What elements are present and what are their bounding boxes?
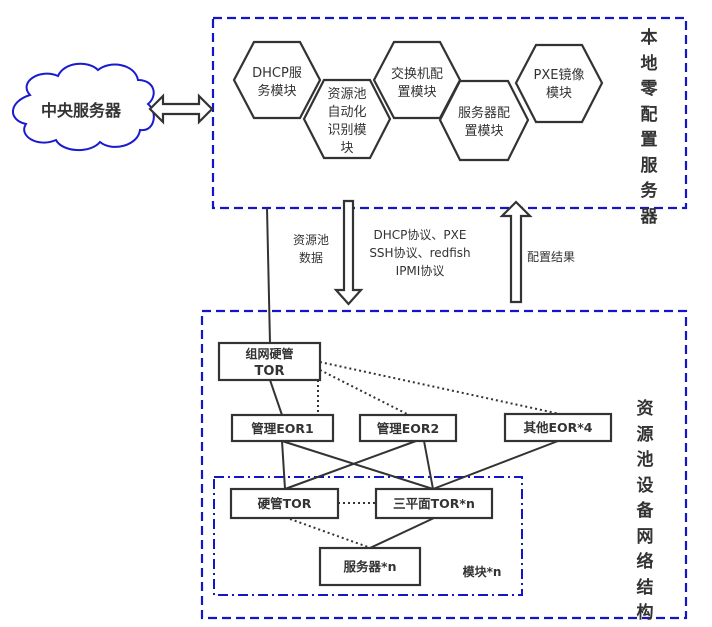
hex-line: 置模块 bbox=[464, 124, 503, 139]
title-char: 地 bbox=[640, 53, 658, 74]
protocol-label: SSH协议、redfish bbox=[369, 245, 470, 260]
title-char: 本 bbox=[640, 28, 658, 48]
title-char: 服 bbox=[640, 155, 658, 176]
title-char: 络 bbox=[636, 552, 654, 572]
protocol-label: DHCP协议、PXE bbox=[374, 227, 467, 242]
hex-line: 服务器配 bbox=[458, 105, 510, 121]
title-char: 源 bbox=[636, 424, 654, 445]
node-label: 管理EOR1 bbox=[251, 421, 314, 436]
title-char: 置 bbox=[640, 130, 658, 150]
title-char: 务 bbox=[640, 181, 658, 201]
link-eor2-mgmt-tor bbox=[284, 440, 417, 490]
hex-line: DHCP服 bbox=[252, 66, 302, 81]
node-label: 服务器*n bbox=[344, 559, 397, 574]
node-label: TOR bbox=[255, 364, 285, 379]
link-plane-tor-servers bbox=[369, 517, 435, 549]
node-label: 三平面TOR*n bbox=[393, 496, 475, 511]
link-eor1-plane-tor bbox=[281, 440, 434, 490]
pool-data-link bbox=[266, 207, 271, 344]
title-char: 配 bbox=[640, 104, 658, 125]
cloud-icon bbox=[12, 62, 155, 151]
link-other-eor-plane-tor bbox=[432, 440, 559, 490]
node-servers: 服务器*n bbox=[318, 546, 422, 587]
title-char: 池 bbox=[636, 450, 654, 470]
hex-line: 交换机配 bbox=[391, 66, 443, 82]
title-char: 备 bbox=[636, 501, 654, 521]
dotted-link-mgmt-tor-servers bbox=[289, 518, 369, 548]
link-tor-eor1 bbox=[269, 379, 283, 416]
config-result-label: 配置结果 bbox=[527, 250, 575, 264]
protocol-label: IPMI协议 bbox=[396, 263, 445, 278]
link-eor2-plane-tor bbox=[423, 440, 434, 490]
node-label: 组网硬管 bbox=[245, 346, 293, 361]
title-char: 结 bbox=[636, 577, 654, 598]
resource-pool-frame bbox=[200, 309, 688, 620]
module-hex-resource-autodetect: 资源池 自动化 识别模 块 bbox=[302, 78, 392, 160]
hex-line: PXE镜像 bbox=[534, 68, 585, 83]
resource-pool-title: 资源池设备网络结构 bbox=[633, 397, 657, 627]
node-eor1: 管理EOR1 bbox=[230, 413, 335, 443]
module-hex-server-config: 服务器配 置模块 bbox=[438, 79, 530, 162]
node-label: 硬管TOR bbox=[258, 496, 312, 511]
up-arrow-icon bbox=[499, 200, 533, 304]
title-char: 零 bbox=[640, 79, 658, 99]
module-frame bbox=[213, 476, 523, 596]
node-other-eor: 其他EOR*4 bbox=[503, 412, 613, 443]
local-server-title: 本地零配置服务器 bbox=[637, 26, 661, 230]
module-hex-pxe-image: PXE镜像 模块 bbox=[514, 43, 604, 124]
pool-data-label: 数据 bbox=[299, 250, 323, 265]
node-plane-tor: 三平面TOR*n bbox=[374, 487, 494, 520]
pool-data-label: 资源池 bbox=[293, 233, 329, 247]
node-label: 管理EOR2 bbox=[377, 421, 440, 436]
link-eor1-mgmt-tor bbox=[281, 440, 286, 490]
hex-line: 置模块 bbox=[397, 85, 436, 100]
down-arrow-icon bbox=[333, 199, 364, 306]
hex-line: 识别模 bbox=[327, 123, 366, 138]
dotted-link-tor-eor2 bbox=[319, 369, 410, 416]
hex-line: 务模块 bbox=[257, 83, 296, 99]
hex-line: 资源池 bbox=[327, 87, 366, 102]
node-mgmt-tor: 硬管TOR bbox=[229, 487, 340, 520]
module-hex-dhcp: DHCP服 务模块 bbox=[232, 40, 322, 120]
node-label: 其他EOR*4 bbox=[523, 420, 592, 435]
title-char: 资 bbox=[636, 399, 654, 419]
hex-line: 自动化 bbox=[327, 105, 366, 120]
title-char: 器 bbox=[640, 206, 658, 227]
hex-line: 块 bbox=[340, 141, 353, 156]
title-char: 构 bbox=[636, 603, 654, 623]
dotted-link-tor-other-eor bbox=[319, 361, 561, 415]
title-char: 网 bbox=[636, 526, 654, 547]
node-hw-tor: 组网硬管 TOR bbox=[217, 341, 322, 382]
central-server-label: 中央服务器 bbox=[41, 101, 122, 120]
title-char: 设 bbox=[636, 475, 654, 496]
module-label: 模块*n bbox=[463, 564, 502, 579]
node-eor2: 管理EOR2 bbox=[358, 413, 458, 443]
bidirectional-arrow-icon bbox=[148, 93, 214, 125]
hex-line: 模块 bbox=[546, 86, 572, 101]
local-server-frame bbox=[211, 16, 688, 210]
